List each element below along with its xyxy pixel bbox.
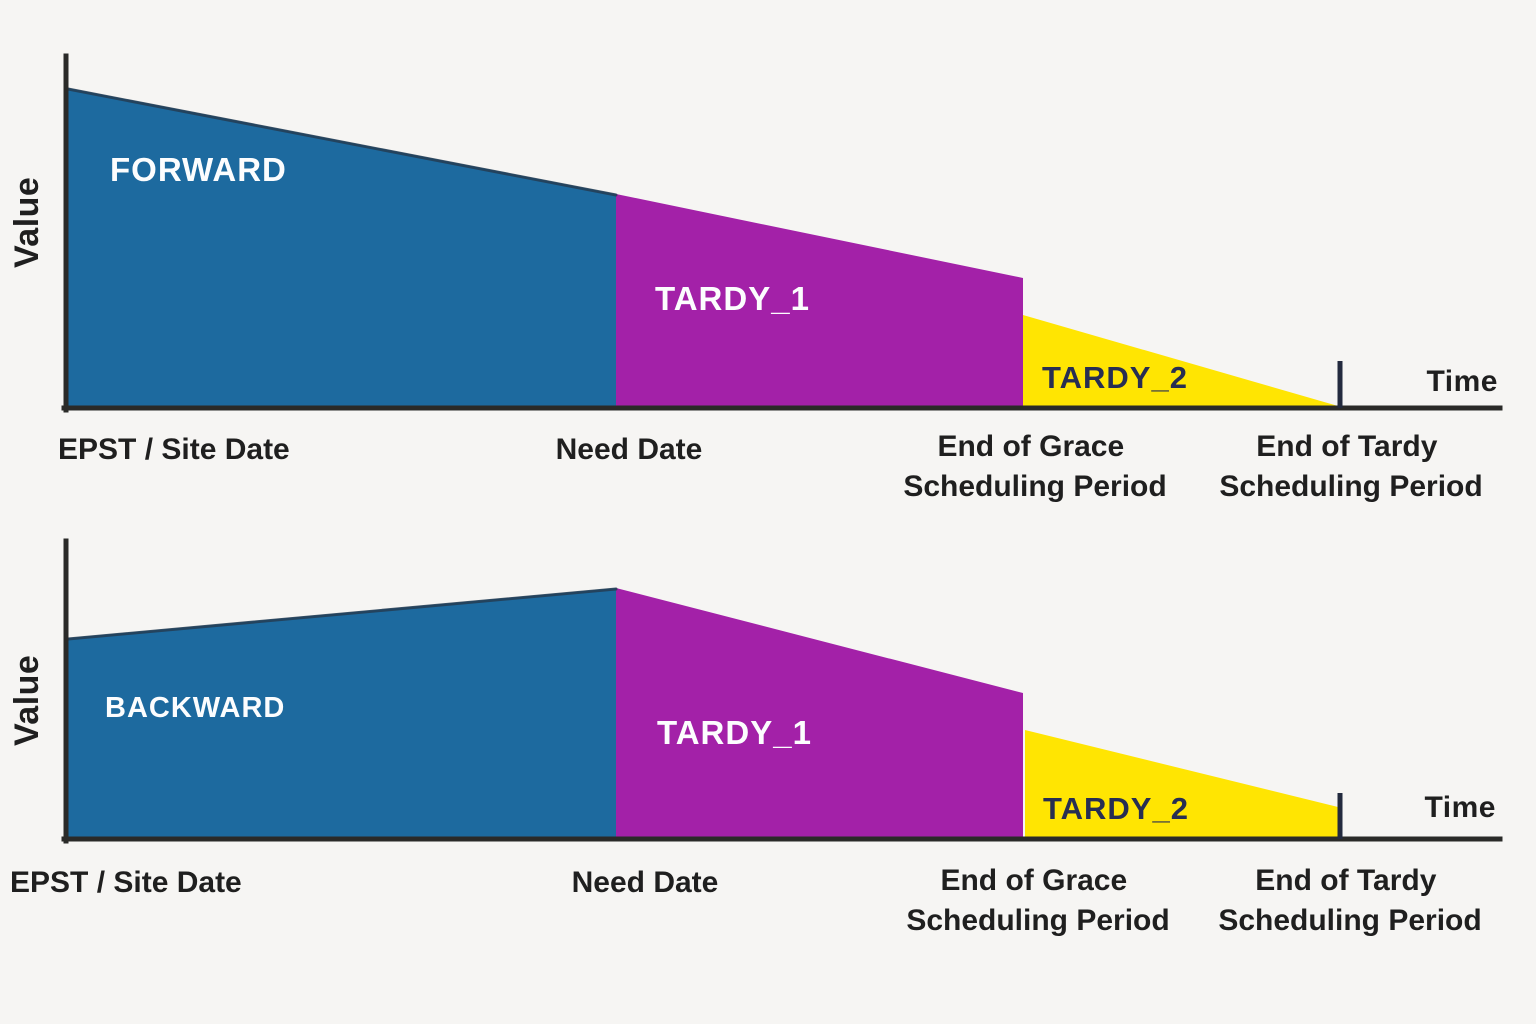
tick-label-epst: EPST / Site Date — [58, 433, 290, 466]
forward-chart: FORWARD TARDY_1 TARDY_2 Value Time EPST … — [8, 53, 1503, 503]
tardy2-region — [1023, 315, 1338, 406]
value-axis-label: Value — [8, 655, 46, 746]
tick-label-end-of-grace: End of Grace Scheduling Period — [906, 864, 1169, 937]
backward-chart: BACKWARD TARDY_1 TARDY_2 Value Time EPST… — [8, 538, 1503, 937]
backward-region — [68, 588, 616, 837]
tick-label-epst: EPST / Site Date — [10, 866, 242, 899]
time-axis-label: Time — [1425, 791, 1496, 824]
tick-label-line: Scheduling Period — [903, 470, 1166, 503]
forward-top-edge — [66, 87, 618, 197]
tick-label-line: Scheduling Period — [1218, 904, 1481, 937]
tick-label-line: End of Grace — [937, 430, 1124, 463]
tardy2-region-label: TARDY_2 — [1042, 360, 1188, 395]
tick-label-end-of-grace: End of Grace Scheduling Period — [903, 430, 1166, 503]
tardy2-region — [1025, 730, 1338, 837]
tick-label-line: End of Tardy — [1255, 864, 1436, 897]
tick-label-line: Scheduling Period — [1219, 470, 1482, 503]
tick-label-line: End of Grace — [940, 864, 1127, 897]
tardy1-region — [616, 588, 1023, 837]
tick-label-need-date: Need Date — [572, 866, 719, 899]
tardy1-region-label: TARDY_1 — [657, 714, 812, 751]
time-axis-label: Time — [1427, 365, 1498, 398]
tardy2-region-label: TARDY_2 — [1043, 791, 1189, 826]
tick-label-line: End of Tardy — [1256, 430, 1437, 463]
backward-region-label: BACKWARD — [105, 692, 285, 724]
tick-label-line: Scheduling Period — [906, 904, 1169, 937]
tick-label-end-of-tardy: End of Tardy Scheduling Period — [1219, 430, 1482, 503]
value-axis-label: Value — [8, 177, 46, 268]
tick-label-end-of-tardy: End of Tardy Scheduling Period — [1218, 864, 1481, 937]
backward-top-edge — [66, 587, 618, 641]
tardy1-region — [616, 194, 1023, 406]
tardy1-region-label: TARDY_1 — [655, 280, 810, 317]
tick-label-need-date: Need Date — [556, 433, 703, 466]
forward-region-label: FORWARD — [110, 151, 287, 188]
